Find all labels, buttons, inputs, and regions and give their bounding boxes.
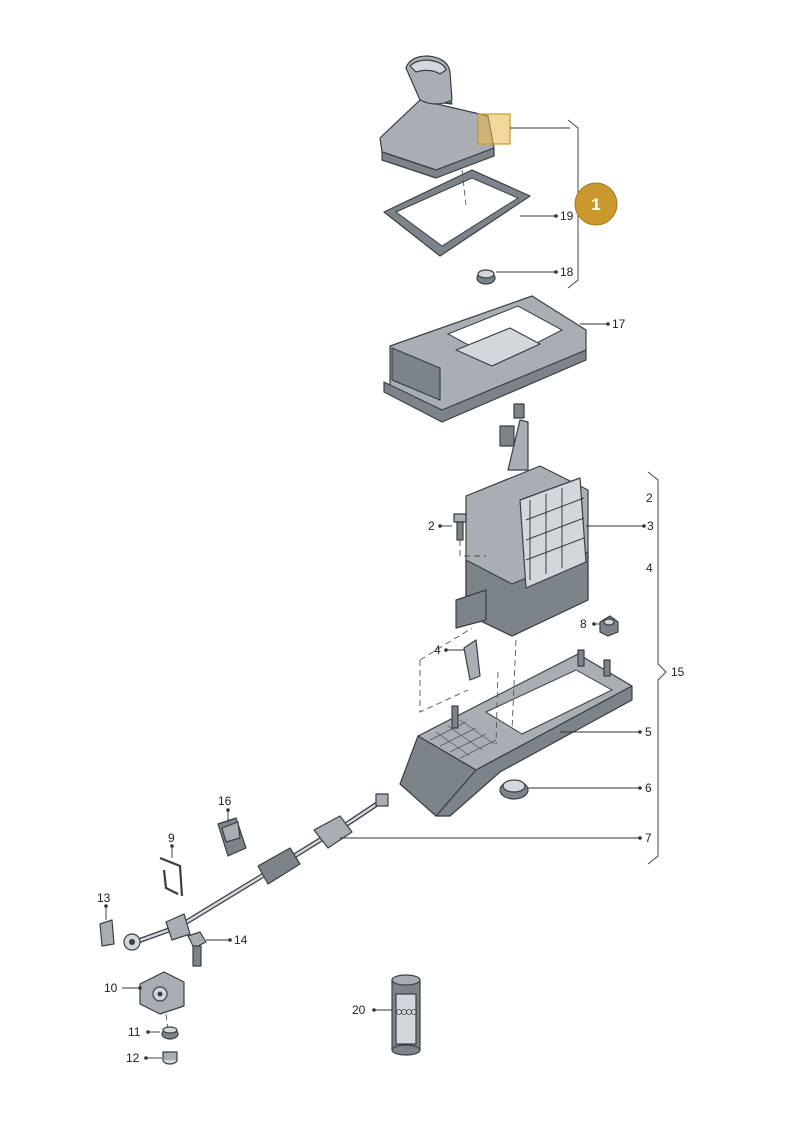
trim-frame[interactable] <box>383 295 587 423</box>
cable-clip[interactable] <box>159 856 184 897</box>
callout-9: 9 <box>168 831 175 845</box>
callout-11: 11 <box>128 1025 141 1039</box>
callout-6: 6 <box>645 781 652 795</box>
mounting-bracket[interactable] <box>139 971 185 1015</box>
callout-5: 5 <box>645 725 652 739</box>
rubber-mount[interactable] <box>162 1051 178 1065</box>
callout-10: 10 <box>104 981 118 995</box>
gasket-ring[interactable] <box>383 169 531 257</box>
callout-18: 18 <box>560 265 574 279</box>
bushing-small[interactable] <box>161 1026 179 1040</box>
callout-16: 16 <box>218 794 232 808</box>
callout-7: 7 <box>645 831 652 845</box>
grease-canister[interactable] <box>391 974 421 1056</box>
callout-3: 3 <box>647 519 654 533</box>
housing[interactable] <box>399 649 633 817</box>
callout-19: 19 <box>560 209 574 223</box>
leader-lines <box>104 127 646 1060</box>
badge-number: 1 <box>591 195 600 214</box>
screw[interactable] <box>453 513 467 541</box>
reference-badge: 1 <box>574 182 618 226</box>
retaining-clip[interactable] <box>463 639 481 681</box>
callout-15: 15 <box>671 665 685 679</box>
selector-mechanism[interactable] <box>455 403 589 637</box>
callout-8: 8 <box>580 617 587 631</box>
callout-20: 20 <box>352 1003 366 1017</box>
callout-13: 13 <box>97 891 111 905</box>
callout-14: 14 <box>234 933 248 947</box>
highlight-box <box>477 113 511 145</box>
nut[interactable] <box>599 615 619 637</box>
bracket[interactable] <box>217 817 247 857</box>
bushing[interactable] <box>476 269 496 285</box>
spring-clip[interactable] <box>99 919 115 947</box>
callout-2-left: 2 <box>428 519 435 533</box>
shift-knob-boot[interactable] <box>379 55 495 179</box>
callout-4-right: 4 <box>646 561 653 575</box>
bolt[interactable] <box>187 931 207 967</box>
shift-cable[interactable] <box>123 793 389 951</box>
callout-4-left: 4 <box>434 643 441 657</box>
callout-12: 12 <box>126 1051 140 1065</box>
callout-2-right: 2 <box>646 491 653 505</box>
callout-17: 17 <box>612 317 626 331</box>
grommet[interactable] <box>499 779 529 800</box>
